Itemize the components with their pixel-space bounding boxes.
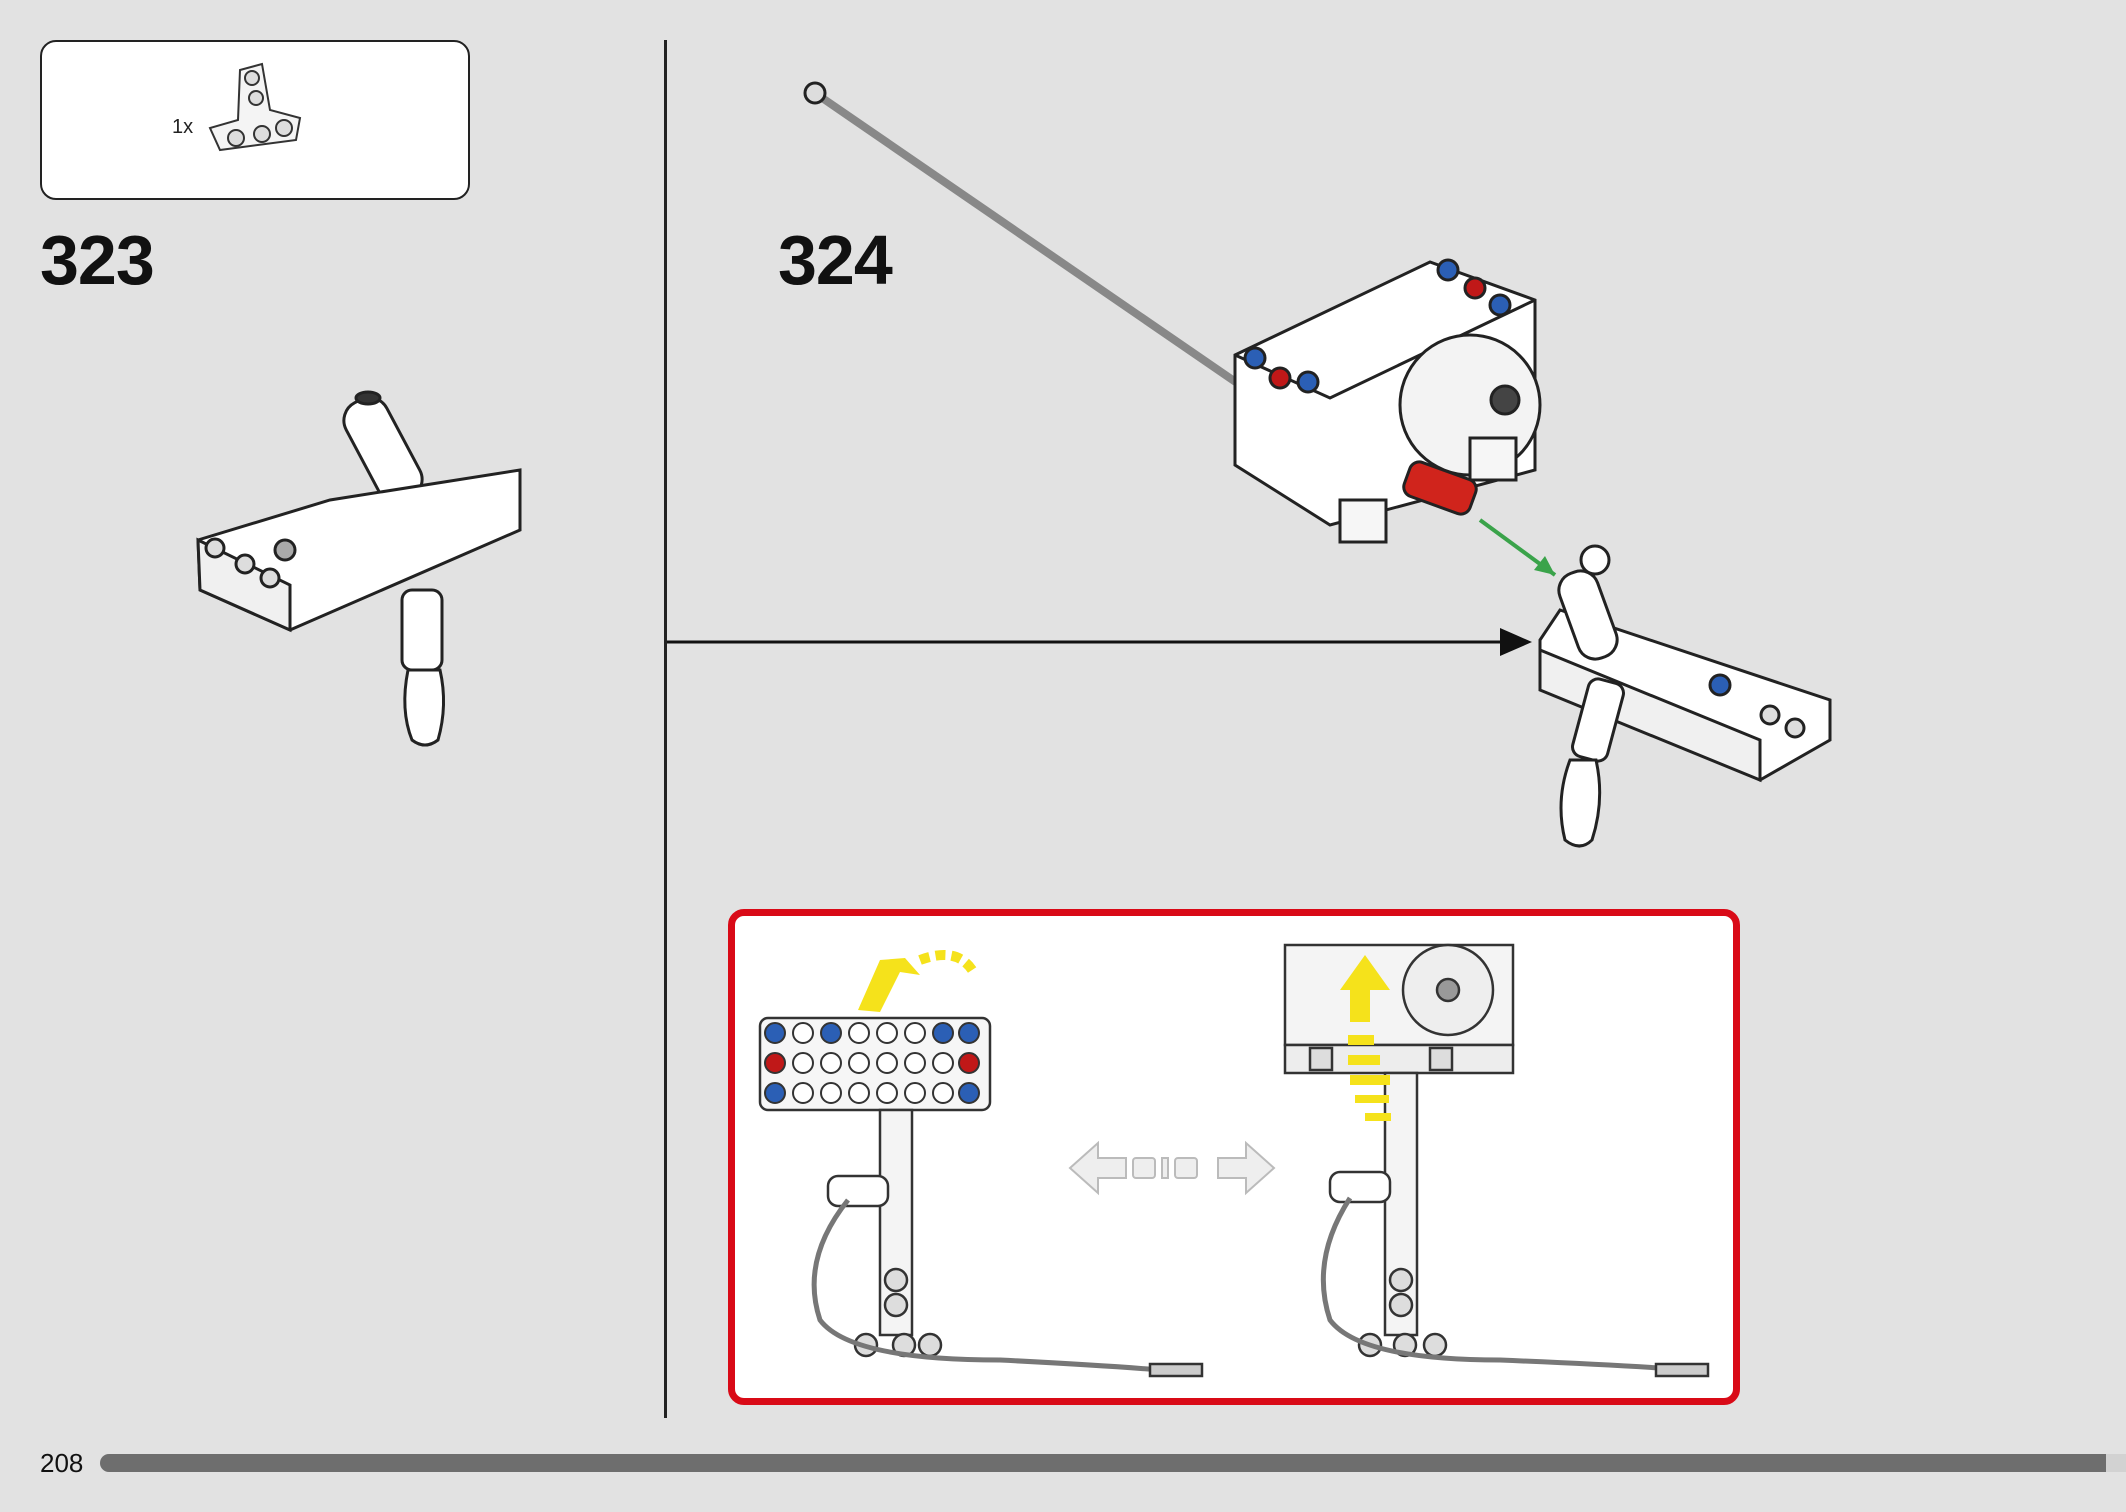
step-divider-line bbox=[664, 40, 667, 1418]
step-323-assembly bbox=[196, 390, 522, 747]
step-324-target-beam bbox=[1538, 544, 1832, 848]
page-number: 208 bbox=[40, 1448, 84, 1478]
step-number-323: 323 bbox=[40, 221, 155, 299]
step-number-324: 324 bbox=[778, 221, 893, 299]
parts-list-box bbox=[40, 40, 470, 200]
parts-quantity: 1x bbox=[172, 116, 194, 138]
step-324-assembly bbox=[803, 81, 1542, 544]
callout-box bbox=[728, 909, 1740, 1405]
insertion-arrow-green bbox=[1478, 518, 1557, 577]
progress-bar-fill bbox=[100, 1454, 2106, 1472]
